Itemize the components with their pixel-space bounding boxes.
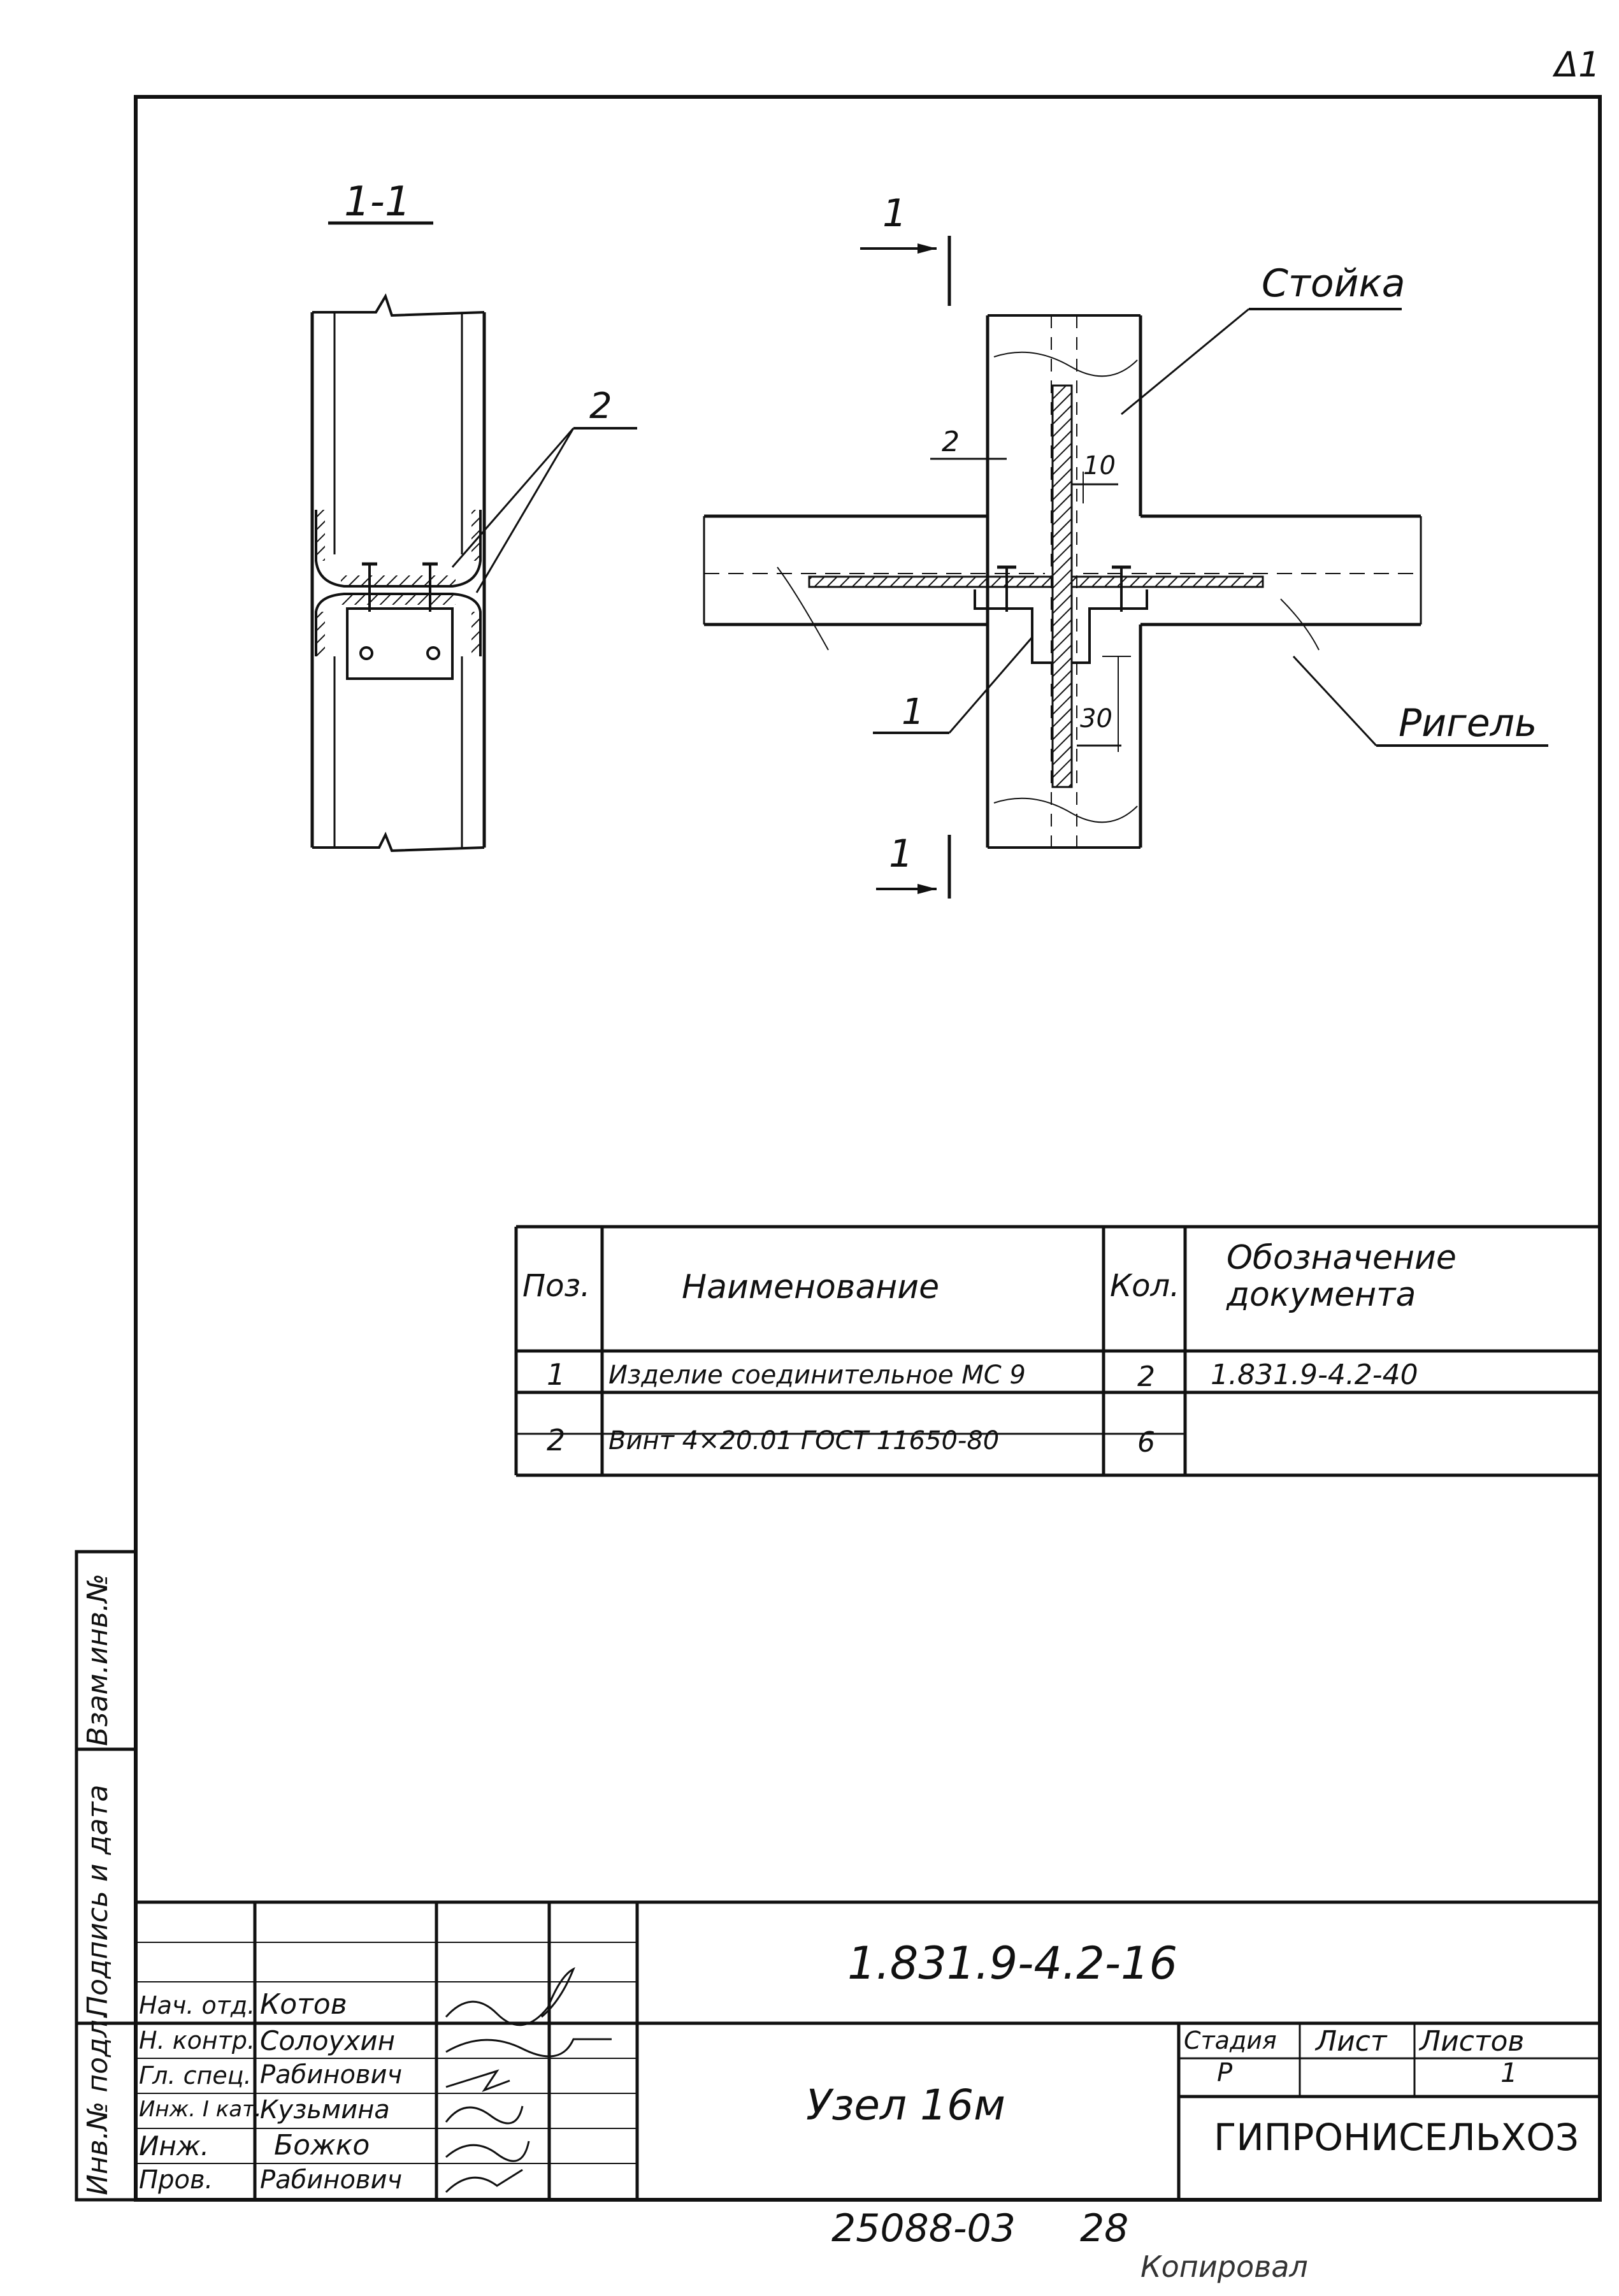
sheet-frame bbox=[134, 95, 1602, 2202]
staff-name-2: Солоухин bbox=[260, 2025, 396, 2056]
margin-sign-date: Подпись и дата bbox=[82, 1784, 114, 2017]
archive-number: 25088-03 bbox=[831, 2206, 1016, 2251]
section-1-1 bbox=[310, 221, 637, 853]
spec-header-qty: Кол. bbox=[1110, 1268, 1180, 1304]
sheet-label: Лист bbox=[1316, 2025, 1387, 2058]
stage-value: Р bbox=[1217, 2058, 1233, 2088]
spec-row-2-name: Винт 4×20.01 ГОСТ 11650-80 bbox=[608, 1426, 1000, 1455]
staff-role-2: Н. контр. bbox=[139, 2026, 255, 2054]
staff-name-6: Рабинович bbox=[260, 2165, 403, 2195]
dim-2: 2 bbox=[942, 426, 960, 458]
section-callout-2: 2 bbox=[589, 386, 612, 427]
cut-mark-bottom-label: 1 bbox=[889, 832, 914, 876]
label-column: Стойка bbox=[1262, 261, 1406, 306]
stage-label: Стадия bbox=[1184, 2026, 1277, 2054]
organization: ГИПРОНИСЕЛЬХОЗ bbox=[1214, 2116, 1579, 2159]
staff-role-4: Инж. I кат. bbox=[139, 2097, 262, 2122]
sheets-label: Листов bbox=[1420, 2025, 1525, 2058]
dim-10: 10 bbox=[1083, 451, 1116, 480]
drawing-title: Узел 16м bbox=[806, 2081, 1005, 2130]
staff-role-6: Пров. bbox=[139, 2165, 213, 2195]
sheets-value: 1 bbox=[1500, 2057, 1518, 2088]
staff-role-1: Нач. отд. bbox=[139, 1991, 255, 2019]
staff-name-4: Кузьмина bbox=[260, 2095, 390, 2125]
margin-vzam-inv: Взам.инв.№ bbox=[82, 1573, 114, 1746]
spec-row-2-qty: 6 bbox=[1137, 1426, 1155, 1459]
dim-30: 30 bbox=[1080, 704, 1112, 733]
callout-pos-1: 1 bbox=[902, 691, 925, 733]
corner-mark: Δ1 bbox=[1555, 45, 1601, 85]
spec-header-doc: Обозначение документа bbox=[1227, 1239, 1457, 1314]
page-number: 28 bbox=[1080, 2206, 1129, 2251]
spec-row-1-qty: 2 bbox=[1137, 1361, 1155, 1393]
margin-inv-podl: Инв.№ подл. bbox=[82, 2011, 114, 2195]
left-margin-stamp bbox=[75, 1550, 138, 2202]
spec-row-2-pos: 2 bbox=[547, 1423, 566, 1457]
spec-header-pos: Поз. bbox=[522, 1268, 591, 1304]
copied-by: Копировал bbox=[1140, 2249, 1308, 2284]
spec-header-name: Наименование bbox=[682, 1268, 940, 1306]
staff-name-1: Котов bbox=[260, 1988, 347, 2021]
spec-row-1-doc: 1.831.9-4.2-40 bbox=[1211, 1359, 1418, 1391]
spec-row-1-name: Изделие соединительное МС 9 bbox=[608, 1361, 1026, 1390]
spec-table-grid bbox=[514, 1225, 1600, 1477]
staff-name-3: Рабинович bbox=[260, 2060, 403, 2090]
cut-mark-top-label: 1 bbox=[882, 191, 907, 236]
doc-code: 1.831.9-4.2-16 bbox=[847, 1937, 1178, 1989]
spec-row-1-pos: 1 bbox=[547, 1357, 566, 1392]
staff-name-5: Божко bbox=[274, 2129, 370, 2162]
title-block-grid bbox=[136, 1900, 1600, 2200]
label-beam: Ригель bbox=[1399, 701, 1537, 746]
section-title: 1-1 bbox=[344, 178, 411, 226]
joint-main-view bbox=[703, 236, 1548, 899]
staff-role-3: Гл. спец. bbox=[139, 2061, 252, 2090]
signatures bbox=[445, 1967, 612, 2193]
staff-role-5: Инж. bbox=[139, 2130, 210, 2162]
